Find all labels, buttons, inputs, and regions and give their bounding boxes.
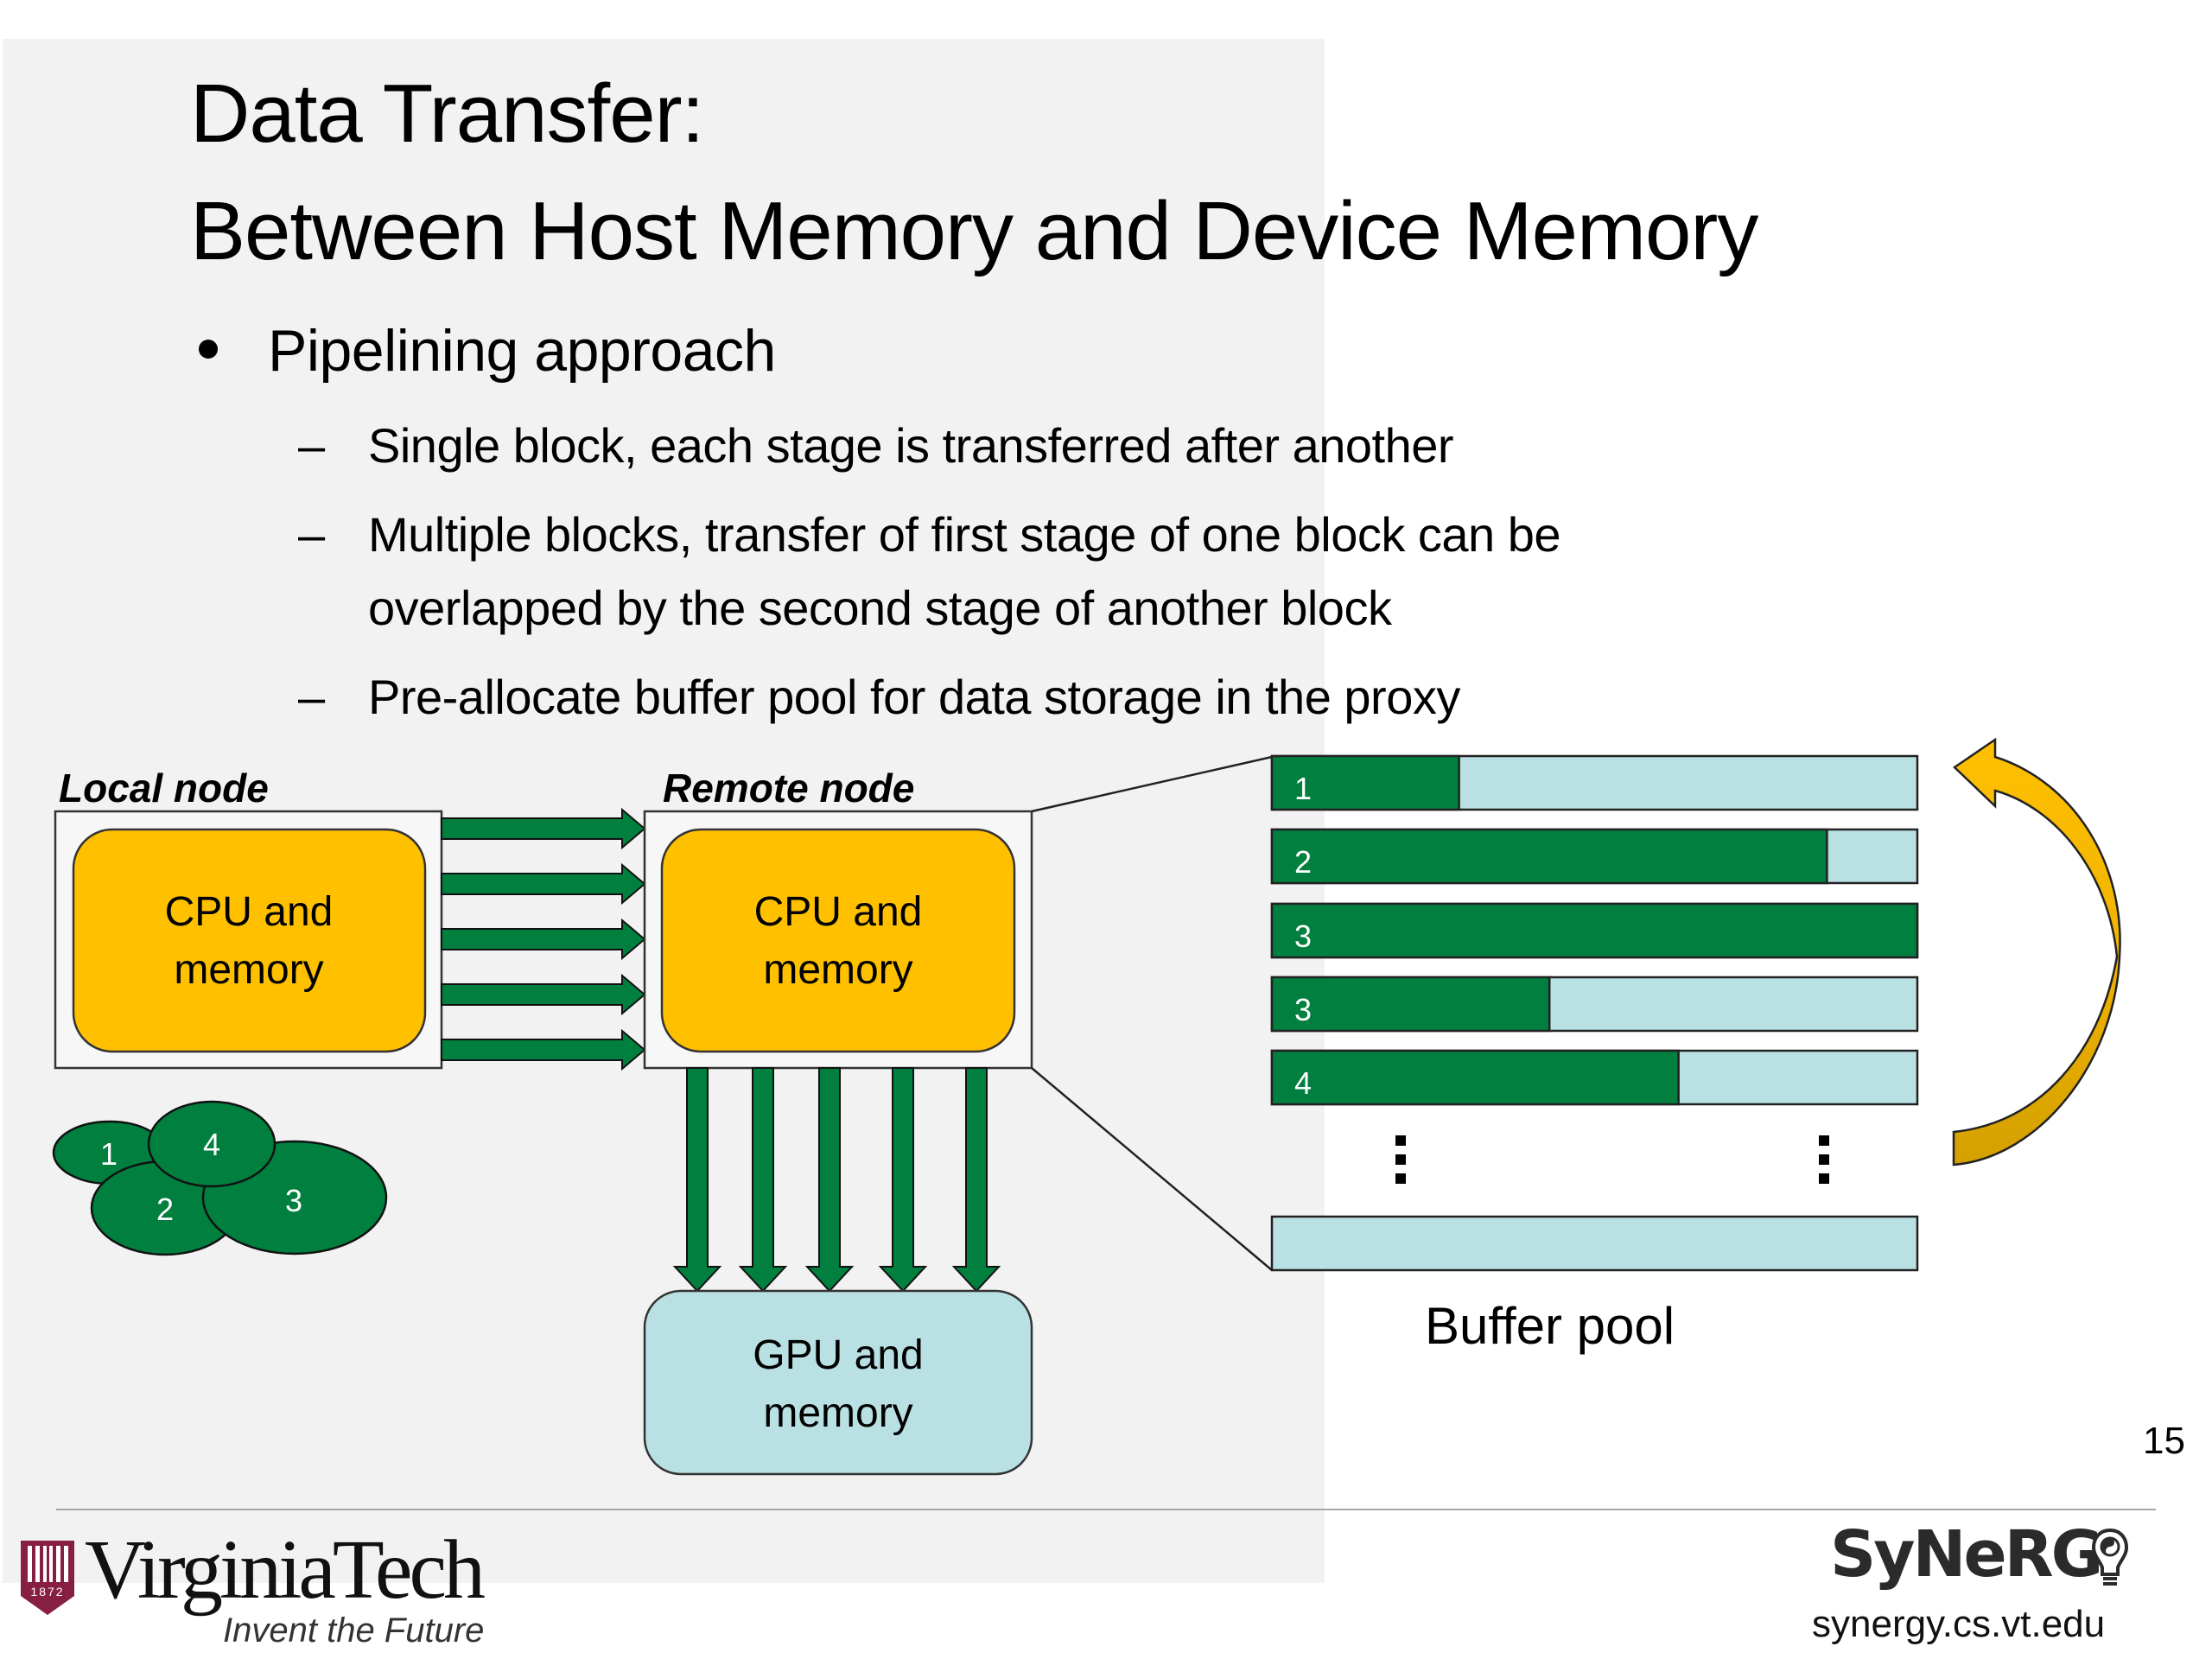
remote-node-label: Remote node [663,766,914,810]
buffer-slot-label: 2 [1294,844,1312,880]
sub-bullet-dash: – [298,670,326,724]
synerg-url: synergy.cs.vt.edu [1812,1603,2106,1645]
remote-cpu-memory-box [660,828,1016,1053]
vt-tagline: Invent the Future [223,1611,485,1649]
sub-bullet-3: Pre-allocate buffer pool for data storag… [368,670,1460,724]
gpu-label-line1: GPU and [753,1332,923,1378]
gpu-label-line2: memory [763,1390,912,1436]
transfer-arrow-down [951,1067,1001,1293]
ellipsis-dot [1819,1135,1829,1146]
buffer-slot: 4 [1270,1049,1919,1106]
buffer-slot: 1 [1270,754,1919,811]
remote-cpu-label-line2: memory [763,947,912,993]
transfer-arrow-down [738,1067,788,1293]
transfer-arrow-down [804,1067,855,1293]
gpu-memory-box [643,1289,1033,1476]
buffer-slot: 3 [1270,902,1919,959]
vt-year: 1872 [30,1585,64,1599]
buffer-pool: 1 2 3 3 4 [1270,754,1919,1272]
transfer-arrow-right [441,1028,646,1071]
local-cpu-memory-box [72,828,427,1053]
buffer-slot: 3 [1270,976,1919,1033]
buffer-fill [1270,976,1551,1033]
local-cpu-label-line1: CPU and [165,889,334,935]
buffer-slot-label: 1 [1294,771,1312,806]
footer-divider [56,1509,2156,1510]
bullet-dot-icon [199,340,218,359]
data-block-1-label: 1 [100,1136,118,1172]
slide-title-line-2: Between Host Memory and Device Memory [190,185,1758,277]
transfer-arrow-right [441,973,646,1016]
ellipsis-dot [1819,1173,1829,1184]
callout-line-bottom [1031,1067,1273,1271]
data-block-4-label: 4 [203,1127,220,1162]
buffer-fill [1270,1049,1680,1106]
buffer-slot-label: 3 [1294,918,1312,954]
transfer-arrow-right [441,862,646,906]
buffer-slot [1270,1215,1919,1272]
slide-title-line-1: Data Transfer: [190,67,704,160]
lightbulb-icon [2091,1528,2129,1590]
data-block-2-label: 2 [156,1192,174,1227]
transfer-arrow-down [878,1067,928,1293]
ellipsis-dot [1819,1154,1829,1165]
sub-bullet-dash: – [298,418,326,473]
vt-wordmark: VirginiaTech [85,1523,486,1617]
buffer-fill [1270,828,1828,885]
sub-bullet-dash: – [298,507,326,562]
ellipsis-dot [1395,1173,1406,1184]
data-block-4 [147,1100,276,1188]
ellipsis-dot [1395,1154,1406,1165]
data-block-3-label: 3 [285,1183,302,1218]
sub-bullet-2: Multiple blocks, transfer of first stage… [368,507,1561,562]
bullet-item: Pipelining approach [199,321,776,380]
vt-shield-icon: 1872 [21,1541,74,1615]
remote-to-gpu-arrows [672,1067,1001,1293]
data-blocks: 1 2 3 4 [52,1100,388,1256]
transfer-arrow-right [441,918,646,961]
remote-cpu-label-line1: CPU and [754,889,923,935]
sub-bullet-1: Single block, each stage is transferred … [368,418,1454,473]
buffer-slot: 2 [1270,828,1919,885]
buffer-ellipsis-left [1395,1135,1406,1184]
page-number: 15 [2143,1420,2185,1462]
bullet-text: Pipelining approach [268,318,776,384]
buffer-slot-label: 4 [1294,1065,1312,1101]
local-to-remote-arrows [441,807,646,1071]
synerg-wordmark: SyNeRG [1830,1517,2103,1592]
sub-bullet-2-continued: overlapped by the second stage of anothe… [368,581,1392,635]
local-node-label: Local node [59,766,269,810]
buffer-slot-label: 3 [1294,992,1312,1027]
callout-line-top [1031,755,1273,813]
buffer-ellipsis-right [1819,1135,1829,1184]
local-cpu-label-line2: memory [174,947,323,993]
transfer-arrow-right [441,807,646,850]
buffer-pool-label: Buffer pool [1425,1297,1675,1355]
buffer-fill [1270,902,1919,959]
transfer-arrow-down [672,1067,722,1293]
buffer-fill [1270,754,1460,811]
recycle-arrow-icon [1952,737,2121,1166]
ellipsis-dot [1395,1135,1406,1146]
